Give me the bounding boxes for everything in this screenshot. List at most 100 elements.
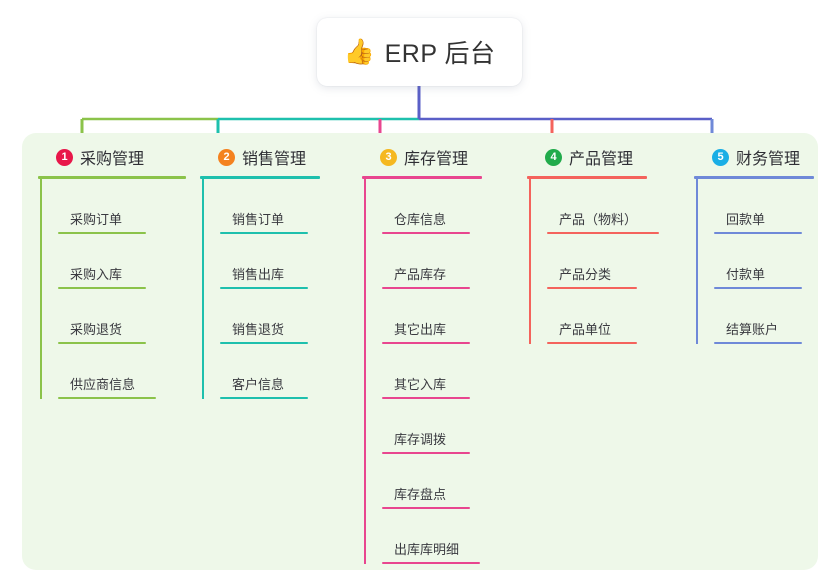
list-item[interactable]: 仓库信息	[382, 179, 482, 234]
list-item-rule	[382, 397, 470, 399]
branch-title: 财务管理	[736, 151, 801, 168]
branch-item-list: 回款单付款单结算账户	[694, 179, 814, 344]
list-item-rule	[382, 342, 470, 344]
branch-number-badge: 1	[56, 148, 73, 166]
list-item[interactable]: 产品单位	[547, 289, 647, 344]
branches-panel	[22, 133, 818, 570]
branch-item-list: 销售订单销售出库销售退货客户信息	[200, 179, 320, 399]
list-item[interactable]: 回款单	[714, 179, 814, 234]
branch-number-badge: 5	[712, 148, 729, 166]
list-item-label: 产品分类	[559, 267, 612, 282]
list-item-rule	[220, 397, 308, 399]
list-item-rule	[220, 232, 308, 234]
branch-header-1[interactable]: 1 采购管理	[38, 145, 186, 169]
list-item[interactable]: 销售退货	[220, 289, 320, 344]
list-item[interactable]: 销售订单	[220, 179, 320, 234]
list-item-rule	[58, 342, 146, 344]
list-item-rule	[58, 287, 146, 289]
branch-spine	[40, 179, 42, 399]
list-item-label: 产品（物料）	[559, 212, 638, 227]
branch-column-4: 4 产品管理产品（物料） 产品分类产品单位	[527, 145, 659, 344]
branch-header-3[interactable]: 3 库存管理	[362, 145, 482, 169]
list-item[interactable]: 供应商信息	[58, 344, 186, 399]
list-item-label: 库存调拨	[394, 432, 447, 447]
list-item[interactable]: 客户信息	[220, 344, 320, 399]
branch-column-3: 3 库存管理仓库信息产品库存其它出库其它入库库存调拨库存盘点出库库明细	[362, 145, 482, 564]
list-item-rule	[220, 287, 308, 289]
list-item[interactable]: 其它入库	[382, 344, 482, 399]
list-item[interactable]: 产品分类	[547, 234, 647, 289]
branch-title: 库存管理	[404, 151, 469, 168]
list-item[interactable]: 库存调拨	[382, 399, 482, 454]
list-item-label: 采购退货	[70, 322, 123, 337]
list-item[interactable]: 出库库明细	[382, 509, 482, 564]
branch-underline	[200, 176, 320, 179]
list-item-label: 付款单	[726, 267, 766, 282]
list-item[interactable]: 库存盘点	[382, 454, 482, 509]
branch-spine	[529, 179, 531, 344]
branch-column-1: 1 采购管理采购订单采购入库采购退货供应商信息	[38, 145, 186, 399]
list-item-rule	[220, 342, 308, 344]
list-item[interactable]: 销售出库	[220, 234, 320, 289]
list-item-label: 采购入库	[70, 267, 123, 282]
list-item-rule	[714, 232, 802, 234]
list-item-rule	[547, 287, 637, 289]
branch-number-badge: 4	[545, 148, 562, 166]
branch-underline	[527, 176, 647, 179]
list-item-rule	[382, 562, 480, 564]
branch-underline	[694, 176, 814, 179]
branch-header-5[interactable]: 5 财务管理	[694, 145, 814, 169]
list-item-label: 产品库存	[394, 267, 447, 282]
branch-header-4[interactable]: 4 产品管理	[527, 145, 647, 169]
list-item-label: 库存盘点	[394, 487, 447, 502]
list-item-label: 其它入库	[394, 377, 447, 392]
list-item-label: 结算账户	[726, 322, 779, 337]
list-item-rule	[714, 342, 802, 344]
list-item-label: 产品单位	[559, 322, 612, 337]
list-item-label: 客户信息	[232, 377, 285, 392]
list-item-label: 销售出库	[232, 267, 285, 282]
branch-title: 销售管理	[242, 151, 307, 168]
list-item-label: 销售订单	[232, 212, 285, 227]
list-item[interactable]: 付款单	[714, 234, 814, 289]
list-item-rule	[547, 232, 659, 234]
branch-spine	[696, 179, 698, 344]
branch-spine	[364, 179, 366, 564]
branch-item-list: 仓库信息产品库存其它出库其它入库库存调拨库存盘点出库库明细	[362, 179, 482, 564]
branch-number-badge: 3	[380, 148, 397, 166]
root-node[interactable]: 👍 ERP 后台	[317, 18, 522, 86]
list-item[interactable]: 其它出库	[382, 289, 482, 344]
root-title: ERP 后台	[384, 40, 496, 68]
list-item-rule	[58, 397, 156, 399]
list-item-rule	[382, 232, 470, 234]
branch-spine	[202, 179, 204, 399]
list-item-rule	[714, 287, 802, 289]
list-item-label: 供应商信息	[70, 377, 136, 392]
branch-title: 采购管理	[80, 151, 145, 168]
list-item[interactable]: 采购订单	[58, 179, 186, 234]
list-item-label: 回款单	[726, 212, 766, 227]
thumbs-up-icon: 👍	[343, 37, 375, 66]
branch-item-list: 采购订单采购入库采购退货供应商信息	[38, 179, 186, 399]
list-item[interactable]: 采购退货	[58, 289, 186, 344]
branch-underline	[38, 176, 186, 179]
list-item-rule	[382, 452, 470, 454]
list-item-label: 销售退货	[232, 322, 285, 337]
list-item-rule	[382, 287, 470, 289]
list-item[interactable]: 产品（物料）	[547, 179, 659, 234]
branch-item-list: 产品（物料） 产品分类产品单位	[527, 179, 659, 344]
branch-title: 产品管理	[569, 151, 634, 168]
branch-underline	[362, 176, 482, 179]
list-item-rule	[382, 507, 470, 509]
list-item-label: 仓库信息	[394, 212, 447, 227]
list-item-label: 其它出库	[394, 322, 447, 337]
list-item[interactable]: 产品库存	[382, 234, 482, 289]
list-item-label: 采购订单	[70, 212, 123, 227]
list-item[interactable]: 结算账户	[714, 289, 814, 344]
list-item-rule	[547, 342, 637, 344]
list-item[interactable]: 采购入库	[58, 234, 186, 289]
branch-column-5: 5 财务管理回款单付款单结算账户	[694, 145, 814, 344]
